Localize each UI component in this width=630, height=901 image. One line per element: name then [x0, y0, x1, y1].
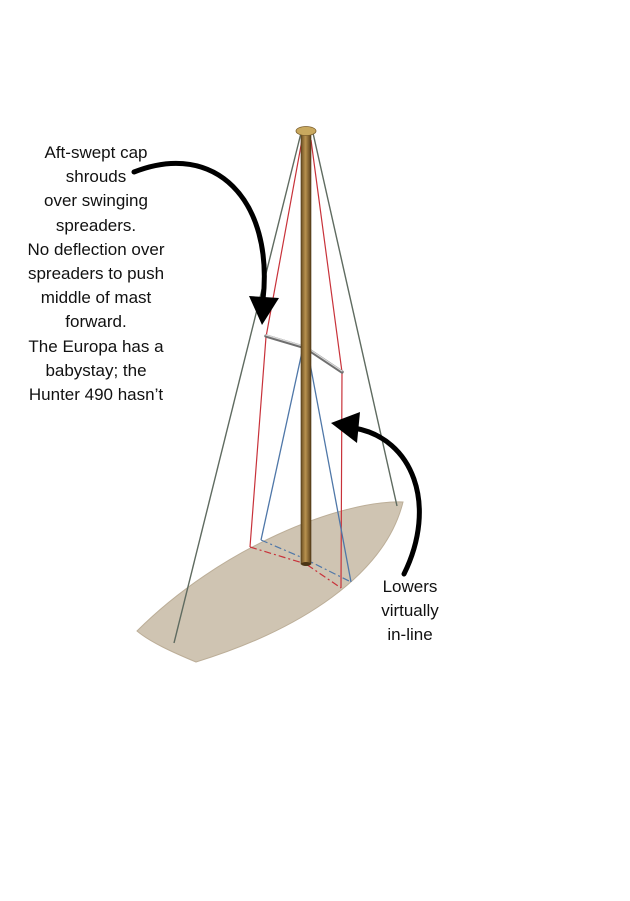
cap-shroud-port	[173, 132, 302, 644]
lower-shroud-port	[260, 351, 303, 541]
curved-arrow-icon	[331, 412, 422, 577]
mast-cap	[295, 126, 317, 136]
deck	[136, 501, 404, 663]
lowers-annotation: Lowers virtually in-line	[381, 577, 439, 644]
spreader-port	[264, 334, 305, 349]
spreader-port-highlight	[265, 334, 304, 347]
lower-shroud-starboard	[308, 357, 352, 583]
curved-arrow-icon	[131, 160, 279, 325]
hidden-chainplate-line-red	[249, 546, 342, 589]
cap-shroud-starboard	[312, 132, 398, 507]
cap-shrouds-annotation: Aft-swept cap shrouds over swinging spre…	[27, 143, 165, 405]
spreader-starboard-highlight	[308, 348, 343, 372]
mast-step	[301, 562, 311, 566]
spreader-starboard	[307, 348, 344, 374]
mast	[300, 131, 312, 565]
